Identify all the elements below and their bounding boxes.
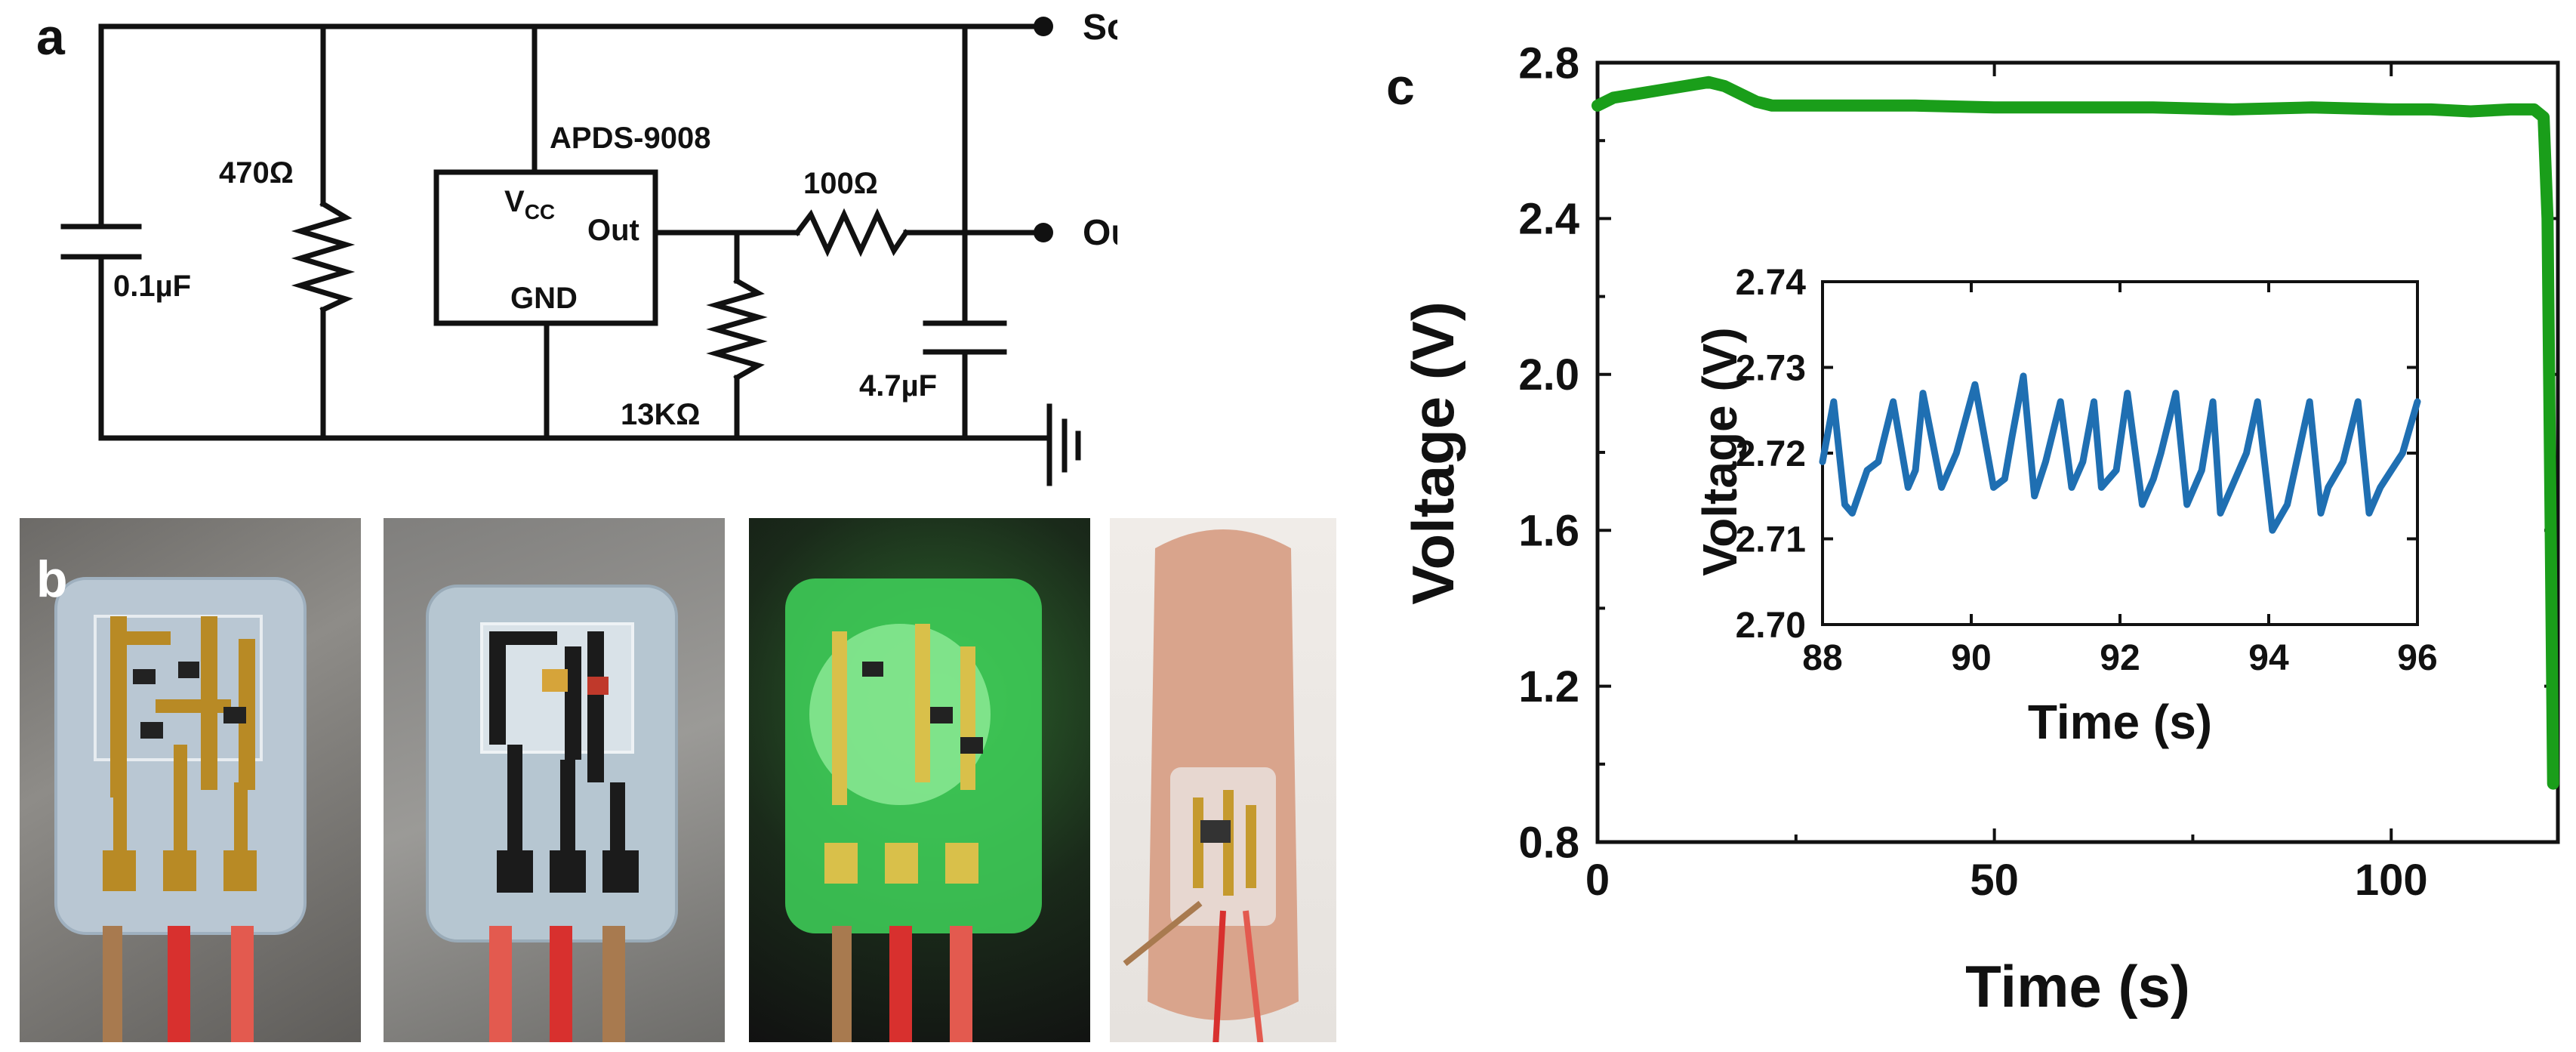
r1-label: 470Ω	[219, 156, 294, 190]
x-tick-label: 92	[2100, 638, 2140, 678]
x-tick-label: 96	[2397, 638, 2437, 678]
y-tick-label: 0.8	[1518, 818, 1579, 867]
vcc-main: V	[504, 185, 525, 218]
photo-4-sensor-on-finger	[1110, 518, 1336, 1042]
r3-label: 13KΩ	[621, 398, 700, 431]
x-tick-label: 0	[1585, 856, 1610, 905]
photo-1-gold-sensor	[20, 518, 361, 1042]
vcc-pin-label: VCC	[504, 185, 555, 224]
voltage-chart: 0.8 1.2 1.6 2.0 2.4 2.8 0 50 100 Voltage (V) Tim…	[1400, 39, 2560, 1020]
inset-x-axis-label: Time (s)	[2028, 695, 2212, 749]
main-x-axis-label: Time (s)	[1965, 953, 2190, 1020]
inset-tick-layer: 2.70 2.71 2.72 2.73 2.74 88 90 92 94 96	[1736, 263, 2438, 678]
photo-3-glowing-sensor	[749, 518, 1090, 1042]
x-tick-label: 88	[1802, 638, 1842, 678]
main-y-axis-label: Voltage (V)	[1400, 301, 1466, 605]
y-tick-label: 1.2	[1518, 662, 1579, 711]
panel-label-c: c	[1386, 58, 1415, 116]
r2-label: 100Ω	[803, 167, 878, 200]
main-tick-layer: 0.8 1.2 1.6 2.0 2.4 2.8 0 50 100	[1518, 39, 2558, 905]
c1-label: 0.1µF	[113, 270, 191, 303]
gnd-pin-label: GND	[510, 282, 578, 315]
y-tick-label: 2.70	[1736, 606, 1806, 646]
source-terminal	[1034, 17, 1053, 36]
y-tick-label: 1.6	[1518, 507, 1579, 556]
inset-series-layer	[1819, 372, 2421, 534]
x-tick-label: 90	[1951, 638, 1991, 678]
output-terminal	[1034, 223, 1053, 242]
y-tick-label: 2.0	[1518, 350, 1579, 400]
output-label: Output	[1083, 213, 1117, 253]
x-tick-label: 50	[1970, 856, 2019, 905]
circuit-diagram: Source Output APDS-9008 VCC Out GND 470Ω…	[60, 8, 1117, 486]
x-tick-label: 94	[2248, 638, 2289, 678]
y-tick-label: 2.73	[1736, 348, 1806, 388]
main-series-layer	[1592, 76, 2559, 790]
chip-name-label: APDS-9008	[550, 122, 710, 155]
series-line	[1592, 76, 2559, 790]
inset-y-axis-label: Voltage (V)	[1693, 327, 1747, 576]
y-tick-label: 2.71	[1736, 520, 1806, 560]
photo-2-black-sensor	[384, 518, 725, 1042]
series-line	[1819, 372, 2421, 534]
panel-label-b: b	[36, 551, 68, 608]
vcc-sub: CC	[525, 200, 555, 224]
y-tick-label: 2.72	[1736, 434, 1806, 474]
x-tick-label: 100	[2355, 856, 2428, 905]
c2-label: 4.7µF	[859, 369, 937, 403]
y-tick-label: 2.4	[1518, 195, 1579, 244]
source-label: Source	[1083, 8, 1117, 48]
y-tick-label: 2.74	[1736, 263, 1807, 303]
out-pin-label: Out	[587, 214, 639, 247]
y-tick-label: 2.8	[1518, 39, 1579, 88]
panel-label-a: a	[36, 8, 65, 66]
